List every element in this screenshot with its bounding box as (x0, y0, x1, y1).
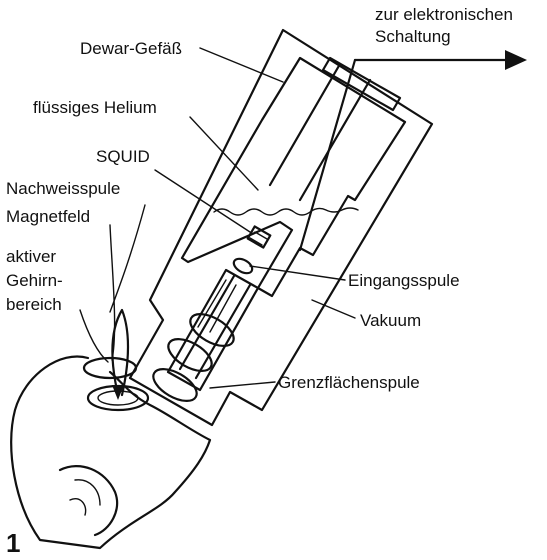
dewar-cap (321, 56, 402, 112)
figure-number: 1 (6, 528, 20, 558)
label-output-line2: Schaltung (375, 27, 451, 46)
gradiometer-coils (152, 279, 237, 402)
ear-detail (69, 479, 101, 516)
helium-surface (213, 207, 359, 216)
label-interface-coil: Grenzflächenspule (278, 373, 420, 392)
label-input-coil: Eingangsspule (348, 271, 460, 290)
magnetic-field-loop (111, 308, 130, 397)
vacuum-chamber (268, 62, 372, 202)
dewar-vessel (128, 28, 434, 427)
ear (58, 465, 119, 537)
label-vacuum: Vakuum (360, 311, 421, 330)
dewar-outer-wall (128, 28, 434, 427)
input-coil (232, 257, 254, 275)
patient-head (10, 355, 212, 550)
brain-region (82, 308, 150, 412)
label-helium: flüssiges Helium (33, 98, 157, 117)
label-pickup-coil: Nachweisspule (6, 179, 120, 198)
output-arrow (298, 50, 527, 252)
field-arrow (112, 385, 124, 400)
dewar-inner-wall (180, 56, 407, 298)
leader-lines (79, 47, 356, 389)
label-brain-line2: Gehirn- (6, 271, 63, 290)
label-brain-line1: aktiver (6, 247, 56, 266)
dewar-tail (166, 268, 260, 392)
head-outline (10, 355, 212, 550)
label-dewar: Dewar-Gefäß (80, 39, 182, 58)
label-output-line1: zur elektronischen (375, 5, 513, 24)
label-magnetic-field: Magnetfeld (6, 207, 90, 226)
dewar-tail-inner (178, 274, 252, 380)
label-squid: SQUID (96, 147, 150, 166)
label-brain-line3: bereich (6, 295, 62, 314)
squid-sensor (246, 225, 272, 249)
